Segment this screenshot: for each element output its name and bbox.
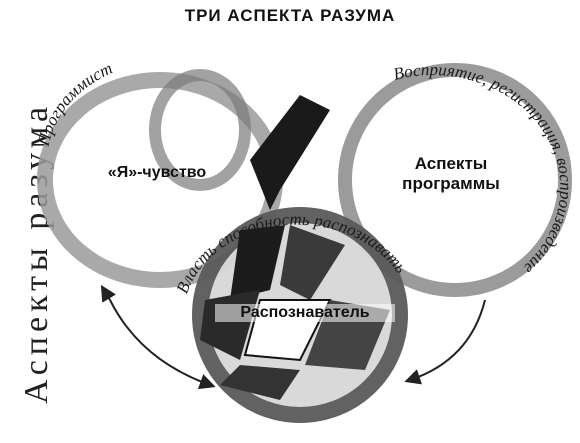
node-ya-chuvstvo: «Я»-чувство [107,164,207,181]
node-aspekty-programmy: Аспекты программы [402,154,500,193]
ring-aspekty-programmy [338,63,572,297]
wedge-dark-2 [280,225,345,300]
arrow-left-start [100,284,117,303]
diagram-title: ТРИ АСПЕКТА РАЗУМА [184,6,396,25]
wedge-dark-5 [220,365,300,400]
ring-label-programmist: Программист [34,59,116,149]
node-raspoznavatel: Распознаватель [215,304,395,323]
wedge-dark-1 [230,225,285,300]
arrow-right [404,299,486,385]
central-band [250,95,330,210]
arrow-left [109,299,216,390]
ring-ya-chuvstvo-inner [149,69,251,191]
